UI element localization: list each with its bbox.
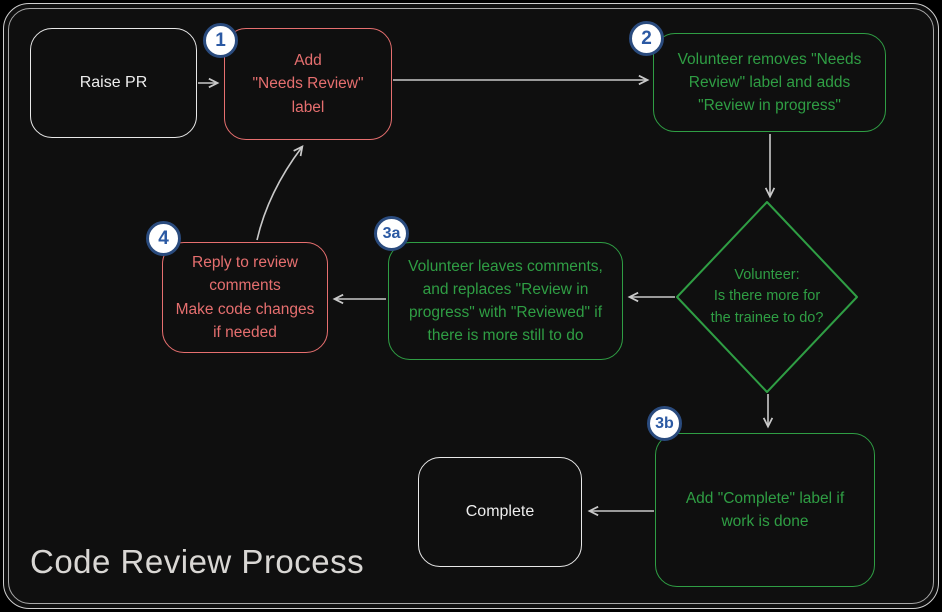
outer-frame-border (3, 3, 939, 609)
node-add-needs-review-text: Add "Needs Review" label (252, 52, 364, 116)
step-badge-3a: 3a (374, 216, 409, 251)
arrow-step4-to-step1 (256, 145, 304, 241)
node-raise-pr: Raise PR (30, 28, 197, 138)
node-complete-text: Complete (465, 503, 535, 520)
node-volunteer-leaves-comments: Volunteer leaves comments, and replaces … (388, 242, 623, 360)
decision-diamond-shape (676, 201, 858, 393)
inner-frame-border (8, 8, 934, 604)
node-complete: Complete (418, 457, 582, 567)
node-volunteer-removes-text: Volunteer removes "Needs Review" label a… (677, 50, 862, 115)
step-badge-2: 2 (629, 21, 664, 56)
node-reply-to-review-comments: Reply to review comments Make code chang… (162, 242, 328, 353)
node-reply-to-review-comments-text: Reply to review comments Make code chang… (175, 254, 315, 341)
node-volunteer-removes-label: Volunteer removes "Needs Review" label a… (653, 33, 886, 132)
node-volunteer-leaves-comments-text: Volunteer leaves comments, and replaces … (408, 257, 603, 345)
step-badge-4: 4 (146, 221, 181, 256)
step-badge-1: 1 (203, 23, 238, 58)
node-decision-more-to-do: Volunteer: Is there more for the trainee… (672, 252, 862, 342)
diagram-title: Code Review Process (30, 543, 365, 580)
node-decision-text: Volunteer: Is there more for the trainee… (710, 267, 824, 326)
node-add-needs-review-label: Add "Needs Review" label (224, 28, 392, 140)
node-add-complete-label: Add "Complete" label if work is done (655, 433, 875, 587)
node-add-complete-label-text: Add "Complete" label if work is done (685, 489, 845, 530)
node-raise-pr-label: Raise PR (79, 74, 148, 91)
step-badge-3b: 3b (647, 406, 682, 441)
